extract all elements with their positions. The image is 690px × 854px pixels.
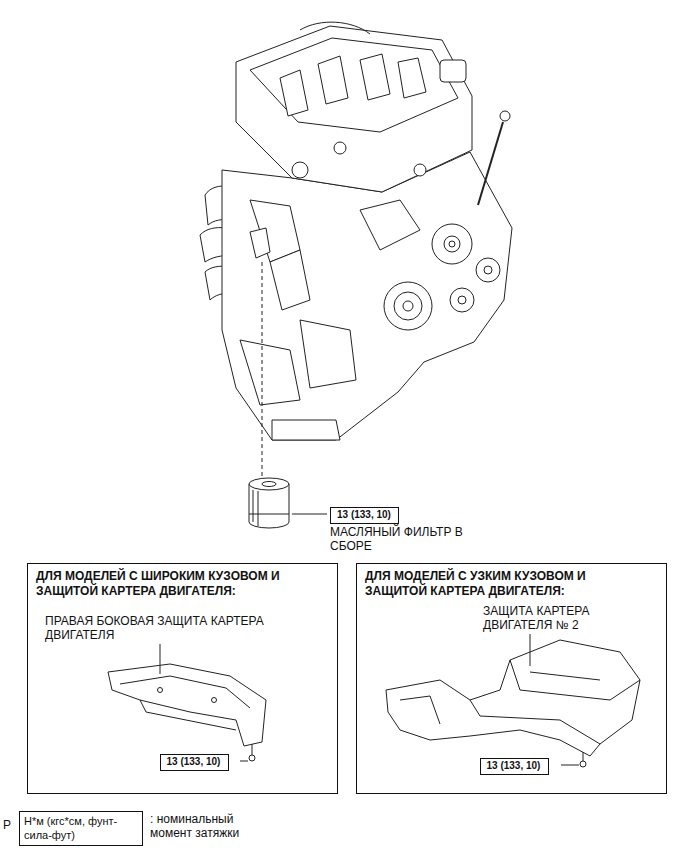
part-name: ПРАВАЯ БОКОВАЯ ЗАЩИТА КАРТЕРА ДВИГАТЕЛЯ xyxy=(45,614,264,642)
side-guard-drawing xyxy=(108,664,266,761)
torque-box-text: 13 (133, 10) xyxy=(161,755,228,769)
torque-box: 13 (133, 10) xyxy=(330,507,399,524)
guard-no2-drawing xyxy=(386,640,640,767)
legend-box-text: Н*м (кгс*см, фунт-сила-фут) xyxy=(20,812,142,844)
variant-panel-text: ДЛЯ МОДЕЛЕЙ С УЗКИМ КУЗОВОМ И ЗАЩИТОЙ КА… xyxy=(357,564,653,604)
part-name-wrap: ЗАЩИТА КАРТЕРА ДВИГАТЕЛЯ № 2 xyxy=(483,604,613,632)
assembly-line xyxy=(262,262,263,476)
leader-line xyxy=(160,644,161,674)
torque-box: 13 (133, 10) xyxy=(480,758,549,775)
legend-box: Н*м (кгс*см, фунт-сила-фут) xyxy=(19,811,143,846)
part-name-wrap: МАСЛЯНЫЙ ФИЛЬТР В СБОРЕ xyxy=(330,525,490,553)
leader-line xyxy=(530,634,531,666)
legend-note: : номинальный момент затяжки xyxy=(150,812,239,840)
variant-panel: ДЛЯ МОДЕЛЕЙ С ШИРОКИМ КУЗОВОМ И ЗАЩИТОЙ … xyxy=(27,563,338,794)
part-name: ЗАЩИТА КАРТЕРА ДВИГАТЕЛЯ № 2 xyxy=(483,604,589,632)
page-mark: P xyxy=(3,818,11,832)
leader-line xyxy=(240,761,248,762)
part-name-wrap: ПРАВАЯ БОКОВАЯ ЗАЩИТА КАРТЕРА ДВИГАТЕЛЯ xyxy=(45,614,275,642)
oil-filter-drawing xyxy=(249,478,289,528)
variant-panel: ДЛЯ МОДЕЛЕЙ С УЗКИМ КУЗОВОМ И ЗАЩИТОЙ КА… xyxy=(356,563,667,794)
engine-drawing xyxy=(200,22,512,440)
torque-box: 13 (133, 10) xyxy=(160,754,229,771)
leader-line xyxy=(292,514,327,515)
leader-line xyxy=(561,765,579,766)
variant-panel-text: ДЛЯ МОДЕЛЕЙ С ШИРОКИМ КУЗОВОМ И ЗАЩИТОЙ … xyxy=(28,564,324,604)
part-name: МАСЛЯНЫЙ ФИЛЬТР В СБОРЕ xyxy=(330,525,463,553)
torque-box-text: 13 (133, 10) xyxy=(331,508,398,522)
legend-note-wrap: : номинальный момент затяжки xyxy=(150,812,270,840)
torque-box-text: 13 (133, 10) xyxy=(481,759,548,773)
page-mark-wrap: P xyxy=(3,818,17,832)
